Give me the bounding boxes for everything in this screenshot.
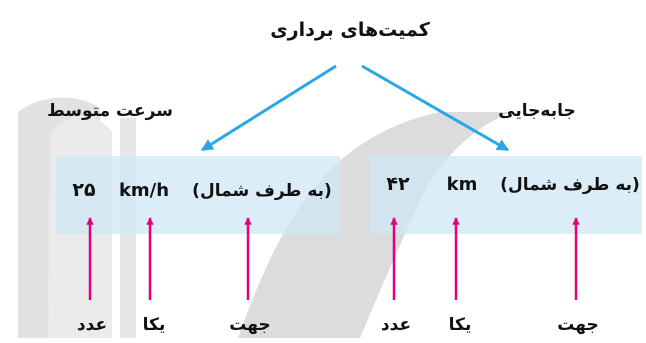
left-branch-arrow (200, 64, 337, 152)
left-unit-caption: یکا (143, 315, 166, 335)
left-number: ۲۵ (72, 179, 96, 201)
left-unit: km/h (119, 180, 169, 201)
right-branch-arrow (361, 64, 510, 152)
right-number: ۴۲ (386, 173, 410, 195)
right-direction: (به طرف شمال) (500, 175, 640, 195)
left-category-label: سرعت متوسط (47, 101, 173, 121)
title: کمیت‌های برداری (270, 19, 431, 41)
right-number-caption: عدد (381, 315, 411, 335)
right-unit: km (447, 174, 478, 195)
right-direction-caption: جهت (557, 315, 598, 335)
left-number-caption: عدد (77, 315, 107, 335)
left-direction: (به طرف شمال) (192, 181, 332, 201)
left-quantity-box (56, 156, 340, 234)
left-direction-caption: جهت (229, 315, 270, 335)
right-category-label: جابه‌جایی (498, 101, 576, 121)
right-unit-caption: یکا (449, 315, 472, 335)
right-quantity-box (370, 156, 642, 234)
